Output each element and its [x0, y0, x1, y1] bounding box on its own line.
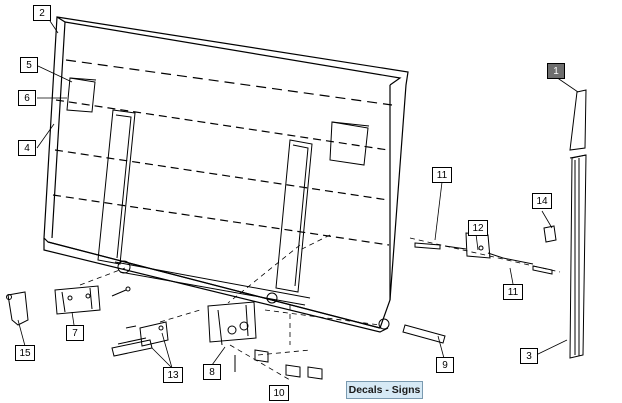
decals-signs-button[interactable]: Decals - Signs [346, 381, 423, 399]
callout-8[interactable]: 8 [203, 364, 221, 380]
callout-15[interactable]: 15 [15, 345, 35, 361]
callout-4[interactable]: 4 [18, 140, 36, 156]
bracket-left [54, 285, 101, 315]
wedge [569, 89, 587, 151]
pin-bottom [402, 324, 446, 344]
callout-5[interactable]: 5 [20, 57, 38, 73]
callout-6[interactable]: 6 [18, 90, 36, 106]
handle [111, 321, 169, 357]
callout-14[interactable]: 14 [532, 193, 552, 209]
callout-11-upper[interactable]: 11 [432, 167, 452, 183]
backplate [43, 16, 409, 333]
callout-10[interactable]: 10 [269, 385, 289, 401]
hook [6, 291, 29, 326]
bottom-rail [114, 260, 390, 330]
callout-2[interactable]: 2 [33, 5, 51, 21]
clip [543, 225, 557, 243]
callout-9[interactable]: 9 [436, 357, 454, 373]
latch [444, 232, 504, 259]
callout-12[interactable]: 12 [468, 220, 488, 236]
uprights [97, 109, 313, 293]
decal-pads [66, 77, 370, 166]
bolt [111, 286, 236, 372]
side-blade [569, 154, 587, 359]
bushings [254, 349, 323, 380]
pin-upper [414, 242, 441, 250]
callout-3[interactable]: 3 [520, 348, 538, 364]
callout-13[interactable]: 13 [163, 367, 183, 383]
callout-1[interactable]: 1 [547, 63, 565, 79]
bracket-right [207, 301, 257, 346]
callout-7[interactable]: 7 [66, 325, 84, 341]
callout-11-lower[interactable]: 11 [503, 284, 523, 300]
leader-lines [17, 20, 579, 369]
pin-lower [502, 257, 553, 275]
assembly-lines [79, 234, 561, 381]
